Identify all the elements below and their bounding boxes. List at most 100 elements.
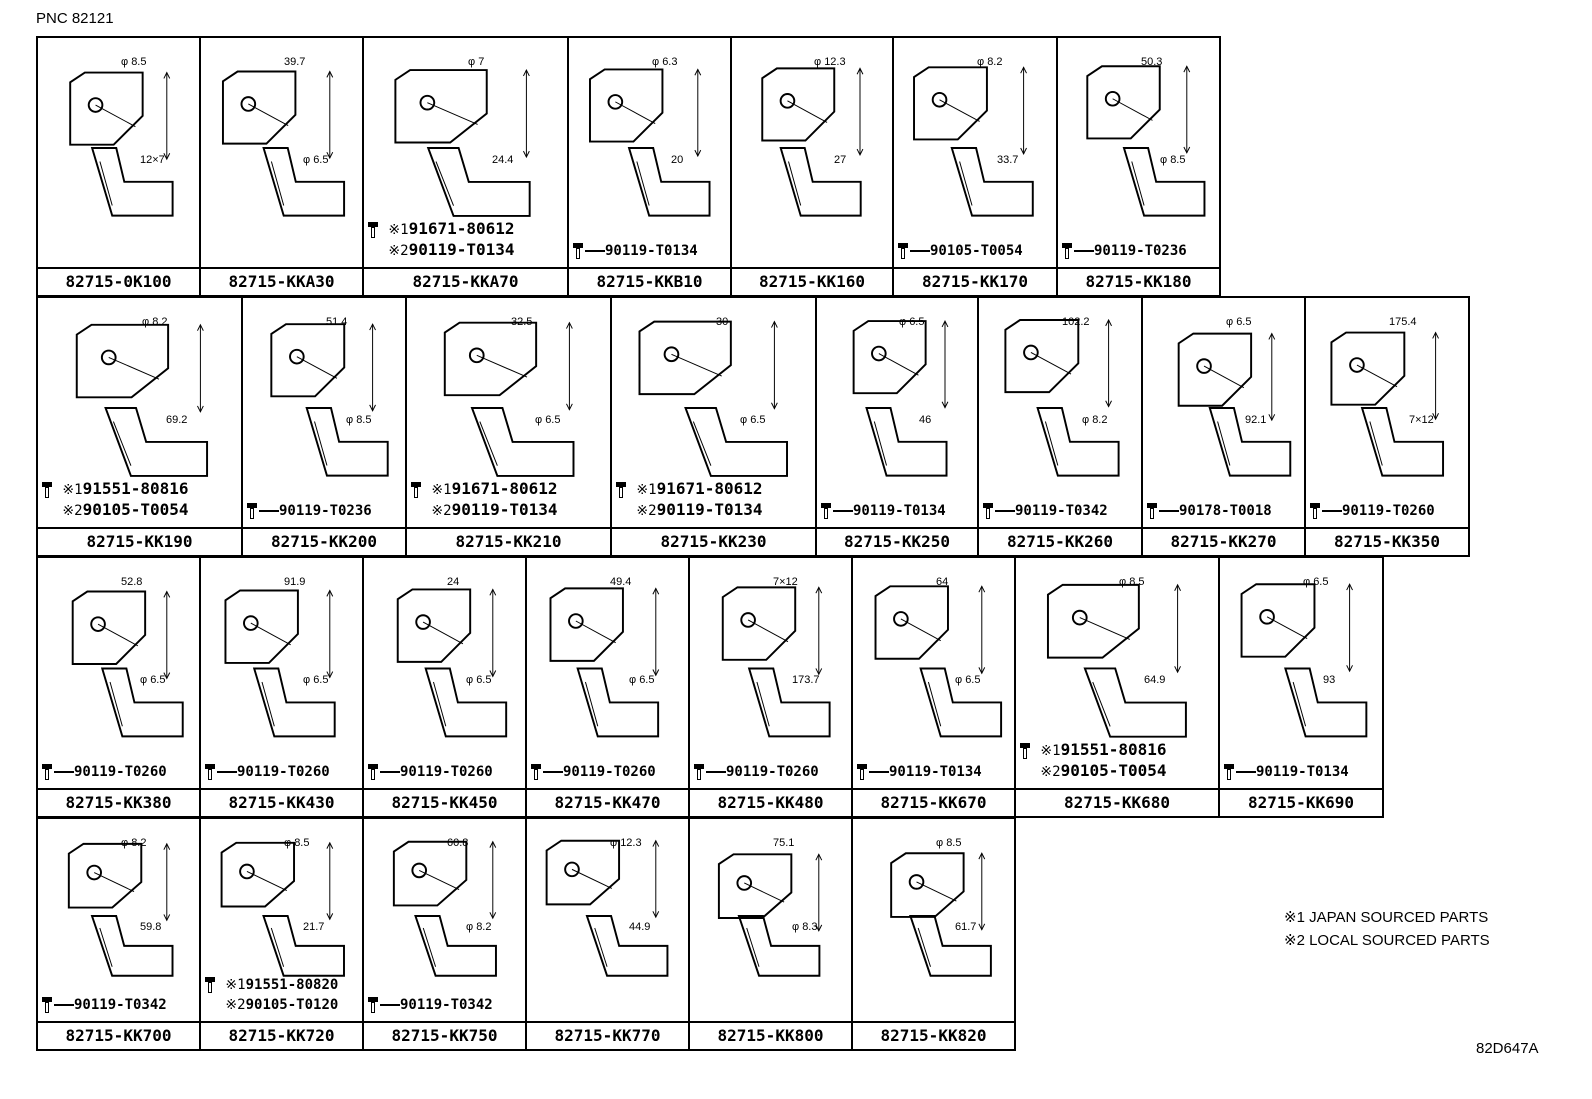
leader-line [217,771,237,773]
bolt-icon [205,764,215,780]
leader-line [706,771,726,773]
source-mark: ※1 [380,222,409,238]
dimension-label: 7×12 [1409,414,1434,426]
part-number: 82715-KK750 [364,1021,525,1049]
dimension-label: φ 8.2 [121,837,147,849]
fastener-row: 90119-T0134 [857,762,982,782]
bolt-icon [531,764,541,780]
dimension-label: 33.7 [997,154,1019,166]
fastener-callout: ※191671-80612 ※290119-T0134 [616,479,763,521]
dimension-label: 12×7 [140,154,165,166]
fastener-part-number: 90119-T0342 [1015,503,1108,519]
fastener-row: ※191671-80612 [616,479,763,500]
dimension-label: φ 8.5 [284,837,310,849]
dimension-label: φ 6.5 [140,674,166,686]
dimension-label: 46 [919,414,932,426]
fastener-callout: ※191551-80816 ※290105-T0054 [1020,740,1167,782]
bolt-icon [694,764,704,780]
bracket-drawing [364,819,525,1021]
part-number: 82715-KK430 [201,788,362,816]
part-number: 82715-KK450 [364,788,525,816]
legend-japan: ※1 JAPAN SOURCED PARTS [1284,909,1489,926]
bolt-icon [42,997,52,1013]
dimension-label: 173.7 [792,674,820,686]
bolt-icon [1020,742,1030,759]
bolt-icon [368,764,378,780]
part-number: 82715-KKA70 [364,267,567,295]
bracket-drawing [690,819,851,1021]
sourcing-legend: ※1 JAPAN SOURCED PARTS ※2 LOCAL SOURCED … [1284,906,1490,952]
dimension-label: φ 8.5 [346,414,372,426]
fastener-part-number: 90119-T0236 [279,503,372,519]
bracket-drawing [894,38,1056,267]
fastener-callout: 90119-T0134 [1224,762,1349,782]
fastener-row: 90119-T0236 [1062,241,1187,261]
fastener-part-number: 90119-T0134 [889,764,982,780]
fastener-row: ※191671-80612 [411,479,558,500]
fastener-row: ※290105-T0120 [205,995,338,1015]
part-number: 82715-KK210 [407,527,610,555]
fastener-callout: 90119-T0134 [821,501,946,521]
dimension-label: 24.4 [492,154,514,166]
leader-line [54,1004,74,1006]
fastener-row: ※290105-T0054 [42,500,188,521]
bolt-icon [898,243,908,259]
fastener-row: 90119-T0342 [983,501,1108,521]
leader-line [833,510,853,512]
bracket-drawing [364,558,525,788]
dimension-label: φ 6.3 [652,56,678,68]
fastener-row: 90119-T0236 [247,501,372,521]
bracket-drawing [979,298,1141,527]
bracket-drawing [38,819,199,1021]
bolt-icon [573,243,583,259]
bracket-drawing [407,298,610,527]
fastener-row: 90119-T0260 [42,762,167,782]
bracket-drawing [364,38,567,267]
dimension-label: φ 12.3 [610,837,642,849]
dimension-label: 91.9 [284,576,306,588]
part-number: 82715-KK170 [894,267,1056,295]
bolt-icon [42,764,52,780]
bracket-drawing [1220,558,1382,788]
fastener-part-number: 90119-T0260 [237,764,330,780]
part-number: 82715-KK200 [243,527,405,555]
dimension-label: φ 6.5 [629,674,655,686]
bolt-icon [247,503,257,519]
pnc-label: PNC 82121 [36,10,114,27]
fastener-row: 90178-T0018 [1147,501,1272,521]
fastener-part-number: 90119-T0134 [605,243,698,259]
bracket-drawing [1306,298,1468,527]
dimension-label: φ 6.5 [466,674,492,686]
diagram-id: 82D647A [1476,1040,1539,1057]
bracket-drawing [38,558,199,788]
fastener-part-number: 91551-80816 [1060,740,1167,759]
source-mark: ※2 [54,503,83,519]
bracket-drawing [690,558,851,788]
part-number: 82715-KK470 [527,788,688,816]
dimension-label: φ 8.2 [142,316,168,328]
leader-line [910,250,930,252]
fastener-part-number: 90119-T0342 [400,997,493,1013]
leader-line [869,771,889,773]
bracket-drawing [527,819,688,1021]
fastener-row: 90119-T0134 [1224,762,1349,782]
fastener-row: ※290119-T0134 [411,500,557,521]
dimension-label: 60.8 [447,837,469,849]
fastener-callout: ※191671-80612 ※290119-T0134 [411,479,558,521]
fastener-row: 90119-T0260 [531,762,656,782]
bolt-icon [983,503,993,519]
dimension-label: φ 6.5 [303,674,329,686]
part-number: 82715-KK380 [38,788,199,816]
bracket-drawing [612,298,815,527]
fastener-callout: 90119-T0260 [42,762,167,782]
dimension-label: 7×12 [773,576,798,588]
fastener-part-number: 90119-T0260 [563,764,656,780]
